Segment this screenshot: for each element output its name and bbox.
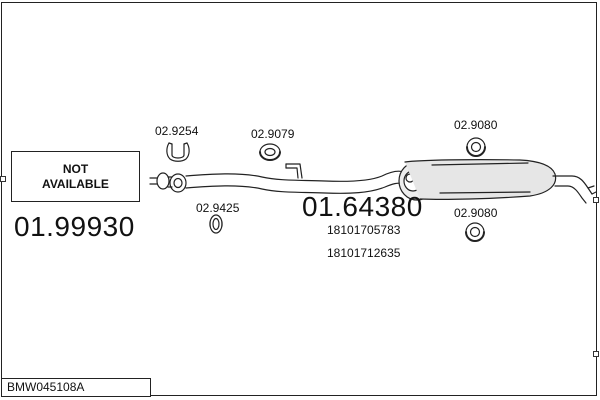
model-code-label: BMW045108A [1, 378, 151, 397]
front-flange [149, 172, 187, 193]
oem-number-1: 18101705783 [327, 223, 401, 237]
right-edge-marker-top [593, 197, 599, 203]
oem-number-2: 18101712635 [327, 246, 401, 260]
right-edge-marker-bottom [593, 351, 599, 357]
fitting-gasket-ring [209, 214, 223, 234]
fitting-code-rubber-mount-lower[interactable]: 02.9080 [454, 206, 498, 220]
fitting-code-rubber-mount[interactable]: 02.9079 [251, 127, 295, 141]
middle-pipe [185, 170, 405, 194]
pipe-hanger-bracket [285, 163, 303, 179]
fitting-code-rubber-mount-upper[interactable]: 02.9080 [454, 118, 498, 132]
fitting-rubber-mount-lower [465, 222, 485, 242]
fitting-clamp-ring [166, 142, 190, 162]
fitting-code-clamp-ring[interactable]: 02.9254 [155, 124, 199, 138]
muffler-body [398, 159, 557, 201]
fitting-code-gasket-ring[interactable]: 02.9425 [196, 201, 240, 215]
left-edge-marker [0, 176, 6, 182]
front-part-code[interactable]: 01.99930 [14, 211, 135, 242]
fitting-rubber-mount-upper [466, 137, 486, 157]
not-available-box: NOT AVAILABLE [11, 151, 140, 202]
main-part-code[interactable]: 01.64380 [302, 191, 423, 222]
fitting-rubber-mount [259, 143, 281, 161]
tail-pipes [552, 175, 597, 204]
